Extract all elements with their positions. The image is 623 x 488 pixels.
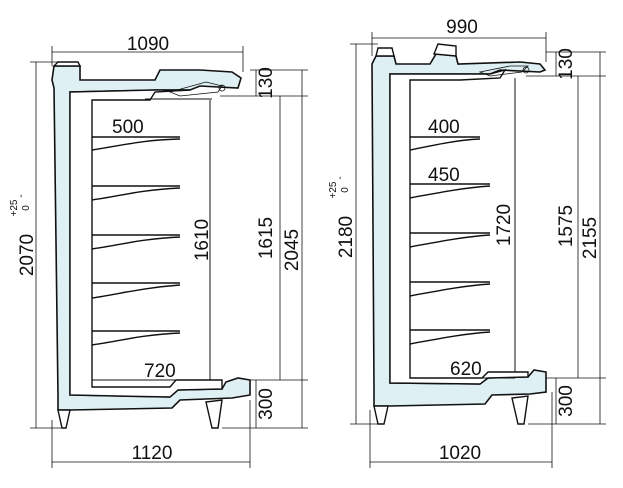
right-base-depth-label: 620 bbox=[450, 359, 482, 380]
left-base-height-label: 300 bbox=[256, 388, 277, 420]
right-shelves bbox=[409, 136, 491, 345]
left-shelf-1 bbox=[91, 136, 181, 151]
left-base-depth-label: 720 bbox=[144, 361, 176, 382]
right-shelf-2 bbox=[409, 183, 491, 199]
right-foot-front bbox=[373, 405, 389, 425]
right-base-height-label: 300 bbox=[556, 385, 577, 417]
left-shelf-2 bbox=[91, 185, 181, 201]
left-tolerance-minus: - bbox=[16, 194, 27, 197]
right-2155-height-label: 2155 bbox=[580, 217, 601, 259]
right-canopy-height-label: 130 bbox=[556, 48, 577, 80]
right-shelf-depth-label: 400 bbox=[428, 117, 460, 138]
left-total-height-label: 2070 bbox=[17, 234, 38, 276]
left-cabinet bbox=[51, 61, 251, 429]
left-tolerance-zero: 0 bbox=[21, 205, 32, 211]
right-tolerance-zero: 0 bbox=[340, 187, 351, 193]
right-shelf-5 bbox=[409, 329, 491, 345]
right-cabinet bbox=[371, 43, 547, 425]
left-foot-front bbox=[57, 409, 71, 429]
right-foot-rear bbox=[511, 395, 529, 425]
right-shelf-1 bbox=[409, 136, 481, 151]
right-tolerance-minus: - bbox=[335, 176, 346, 179]
right-canopy-cap bbox=[375, 47, 395, 57]
left-shelf-span-label: 1610 bbox=[192, 219, 213, 261]
left-bottom-width-label: 1120 bbox=[132, 443, 173, 464]
left-canopy-light bbox=[218, 84, 226, 92]
left-tolerance-plus: +25 bbox=[9, 199, 20, 216]
left-canopy-cap bbox=[52, 61, 82, 67]
right-tolerance-plus: +25 bbox=[328, 181, 339, 198]
right-canopy-lip bbox=[478, 65, 529, 77]
right-top-width-label: 990 bbox=[446, 17, 478, 38]
left-interior-height-label: 1615 bbox=[256, 217, 277, 259]
left-shelf-depth-label: 500 bbox=[112, 117, 144, 138]
left-2045-height-label: 2045 bbox=[282, 229, 303, 271]
right-total-height-label: 2180 bbox=[336, 216, 357, 258]
left-canopy-height-label: 130 bbox=[256, 67, 277, 99]
left-dimensions: 1090 1120 2070 +25 0 - 130 1615 2045 300… bbox=[9, 34, 308, 468]
left-shelf-3 bbox=[91, 234, 181, 250]
left-canopy-lip bbox=[168, 81, 223, 97]
right-bottom-width-label: 1020 bbox=[439, 443, 481, 464]
right-shelf-span-label: 1720 bbox=[494, 204, 515, 246]
left-shelf-4 bbox=[91, 282, 181, 299]
right-canopy-light-box bbox=[433, 43, 457, 57]
right-shelf-second-depth-label: 450 bbox=[428, 165, 460, 186]
right-dimensions: 990 1020 2180 +25 0 - 130 1575 2155 300 … bbox=[328, 17, 606, 468]
left-shelf-5 bbox=[91, 330, 181, 346]
left-shelves bbox=[91, 136, 181, 346]
left-foot-rear bbox=[205, 399, 223, 429]
right-canopy-light bbox=[522, 66, 530, 74]
right-interior-height-label: 1575 bbox=[556, 205, 577, 247]
left-cabinet-interior bbox=[69, 89, 223, 398]
right-shelf-3 bbox=[409, 232, 491, 248]
left-top-width-label: 1090 bbox=[127, 34, 169, 55]
right-shelf-4 bbox=[409, 281, 491, 297]
